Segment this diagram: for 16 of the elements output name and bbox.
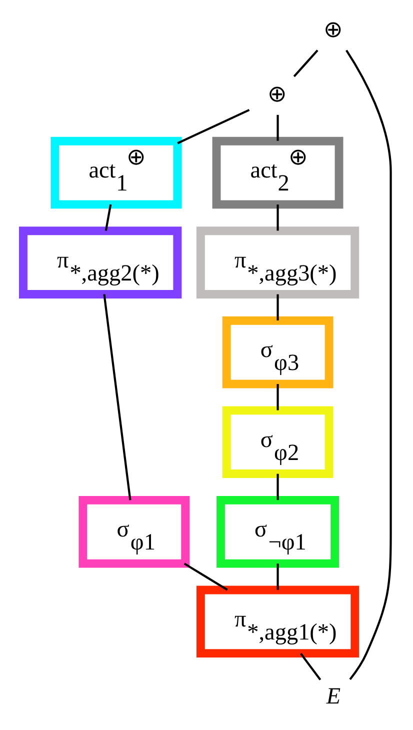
connector [276, 114, 278, 141]
connector [183, 562, 228, 591]
node-text: E [326, 684, 340, 710]
connector [276, 204, 278, 231]
connector [276, 564, 278, 590]
connector [345, 50, 392, 680]
connector [292, 50, 318, 78]
connector [102, 294, 131, 500]
connector [276, 474, 278, 500]
connector [300, 653, 321, 680]
node-text: ⊕ [267, 82, 286, 108]
connector [276, 384, 278, 410]
connector [276, 294, 278, 320]
connector [176, 109, 250, 144]
connector [104, 204, 112, 231]
node-text: ⊕ [323, 17, 342, 44]
